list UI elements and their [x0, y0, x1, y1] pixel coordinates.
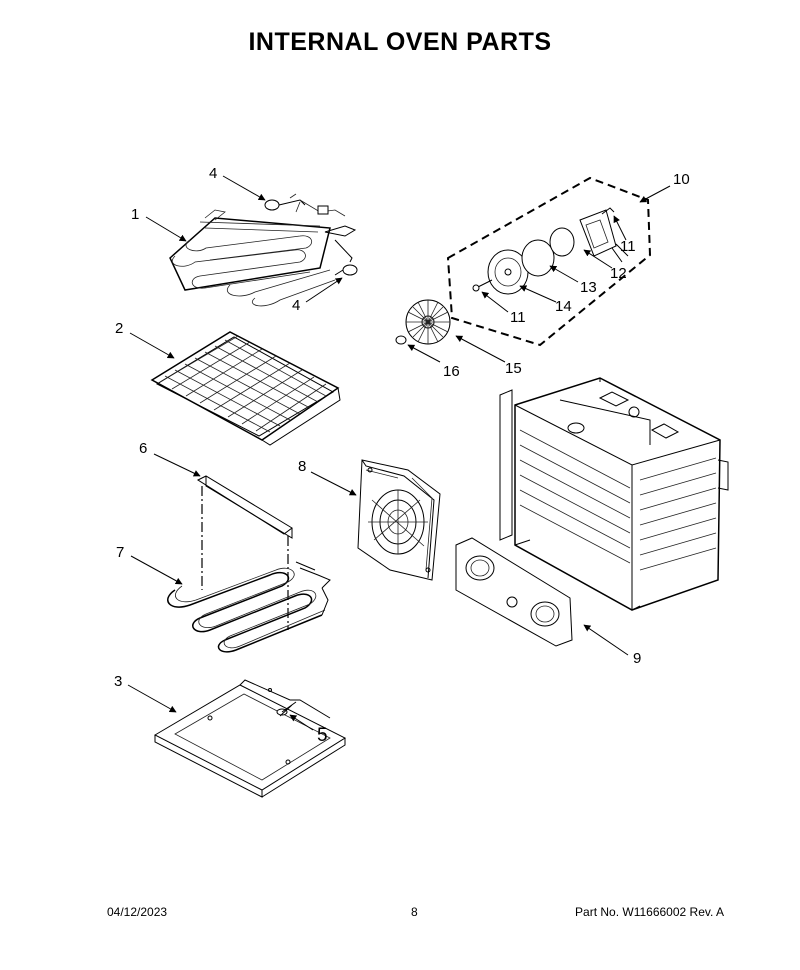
wire-harness-part	[289, 193, 346, 217]
callout-8: 8	[298, 458, 306, 475]
callout-4-upper: 4	[209, 165, 217, 182]
bake-element-part	[167, 561, 331, 653]
footer-date: 04/12/2023	[107, 905, 168, 919]
footer-part-number: Part No. W11666002 Rev. A	[575, 905, 724, 919]
convection-motor-assembly-part	[446, 176, 652, 347]
callout-5: 5	[317, 725, 328, 746]
bottom-cover-part	[153, 679, 347, 798]
callout-1: 1	[131, 206, 139, 223]
element-shield-part	[196, 475, 293, 630]
callout-15: 15	[505, 360, 522, 377]
broil-element-part	[169, 209, 357, 307]
bottom-cover-screw-part	[276, 701, 297, 717]
rear-insulation-part	[455, 537, 573, 647]
convection-fan-blade-part	[405, 299, 451, 345]
callout-9: 9	[633, 650, 641, 667]
footer-page-number: 8	[411, 905, 418, 919]
callout-13: 13	[580, 279, 597, 296]
fan-nut-part	[395, 335, 407, 345]
callout-11-upper: 11	[620, 238, 636, 255]
callout-16: 16	[443, 363, 460, 380]
callout-2: 2	[115, 320, 123, 337]
oven-cavity-part	[499, 377, 729, 611]
callout-11-lower: 11	[510, 309, 526, 326]
callout-7: 7	[116, 544, 124, 561]
callout-labels: 1 4 4 2 6 7 3 5 8 9 10 11 12 13 14 11 15…	[114, 165, 690, 746]
convection-fan-cover-part	[357, 459, 441, 581]
callout-14: 14	[555, 298, 572, 315]
terminal-nut-part-lower	[334, 264, 358, 276]
callout-12: 12	[610, 265, 627, 282]
callout-leaders	[127, 175, 671, 731]
page-title: INTERNAL OVEN PARTS	[248, 28, 552, 56]
callout-6: 6	[139, 440, 147, 457]
callout-10: 10	[673, 171, 690, 188]
oven-rack-part	[150, 331, 341, 446]
callout-3: 3	[114, 673, 122, 690]
callout-4-lower: 4	[292, 297, 300, 314]
